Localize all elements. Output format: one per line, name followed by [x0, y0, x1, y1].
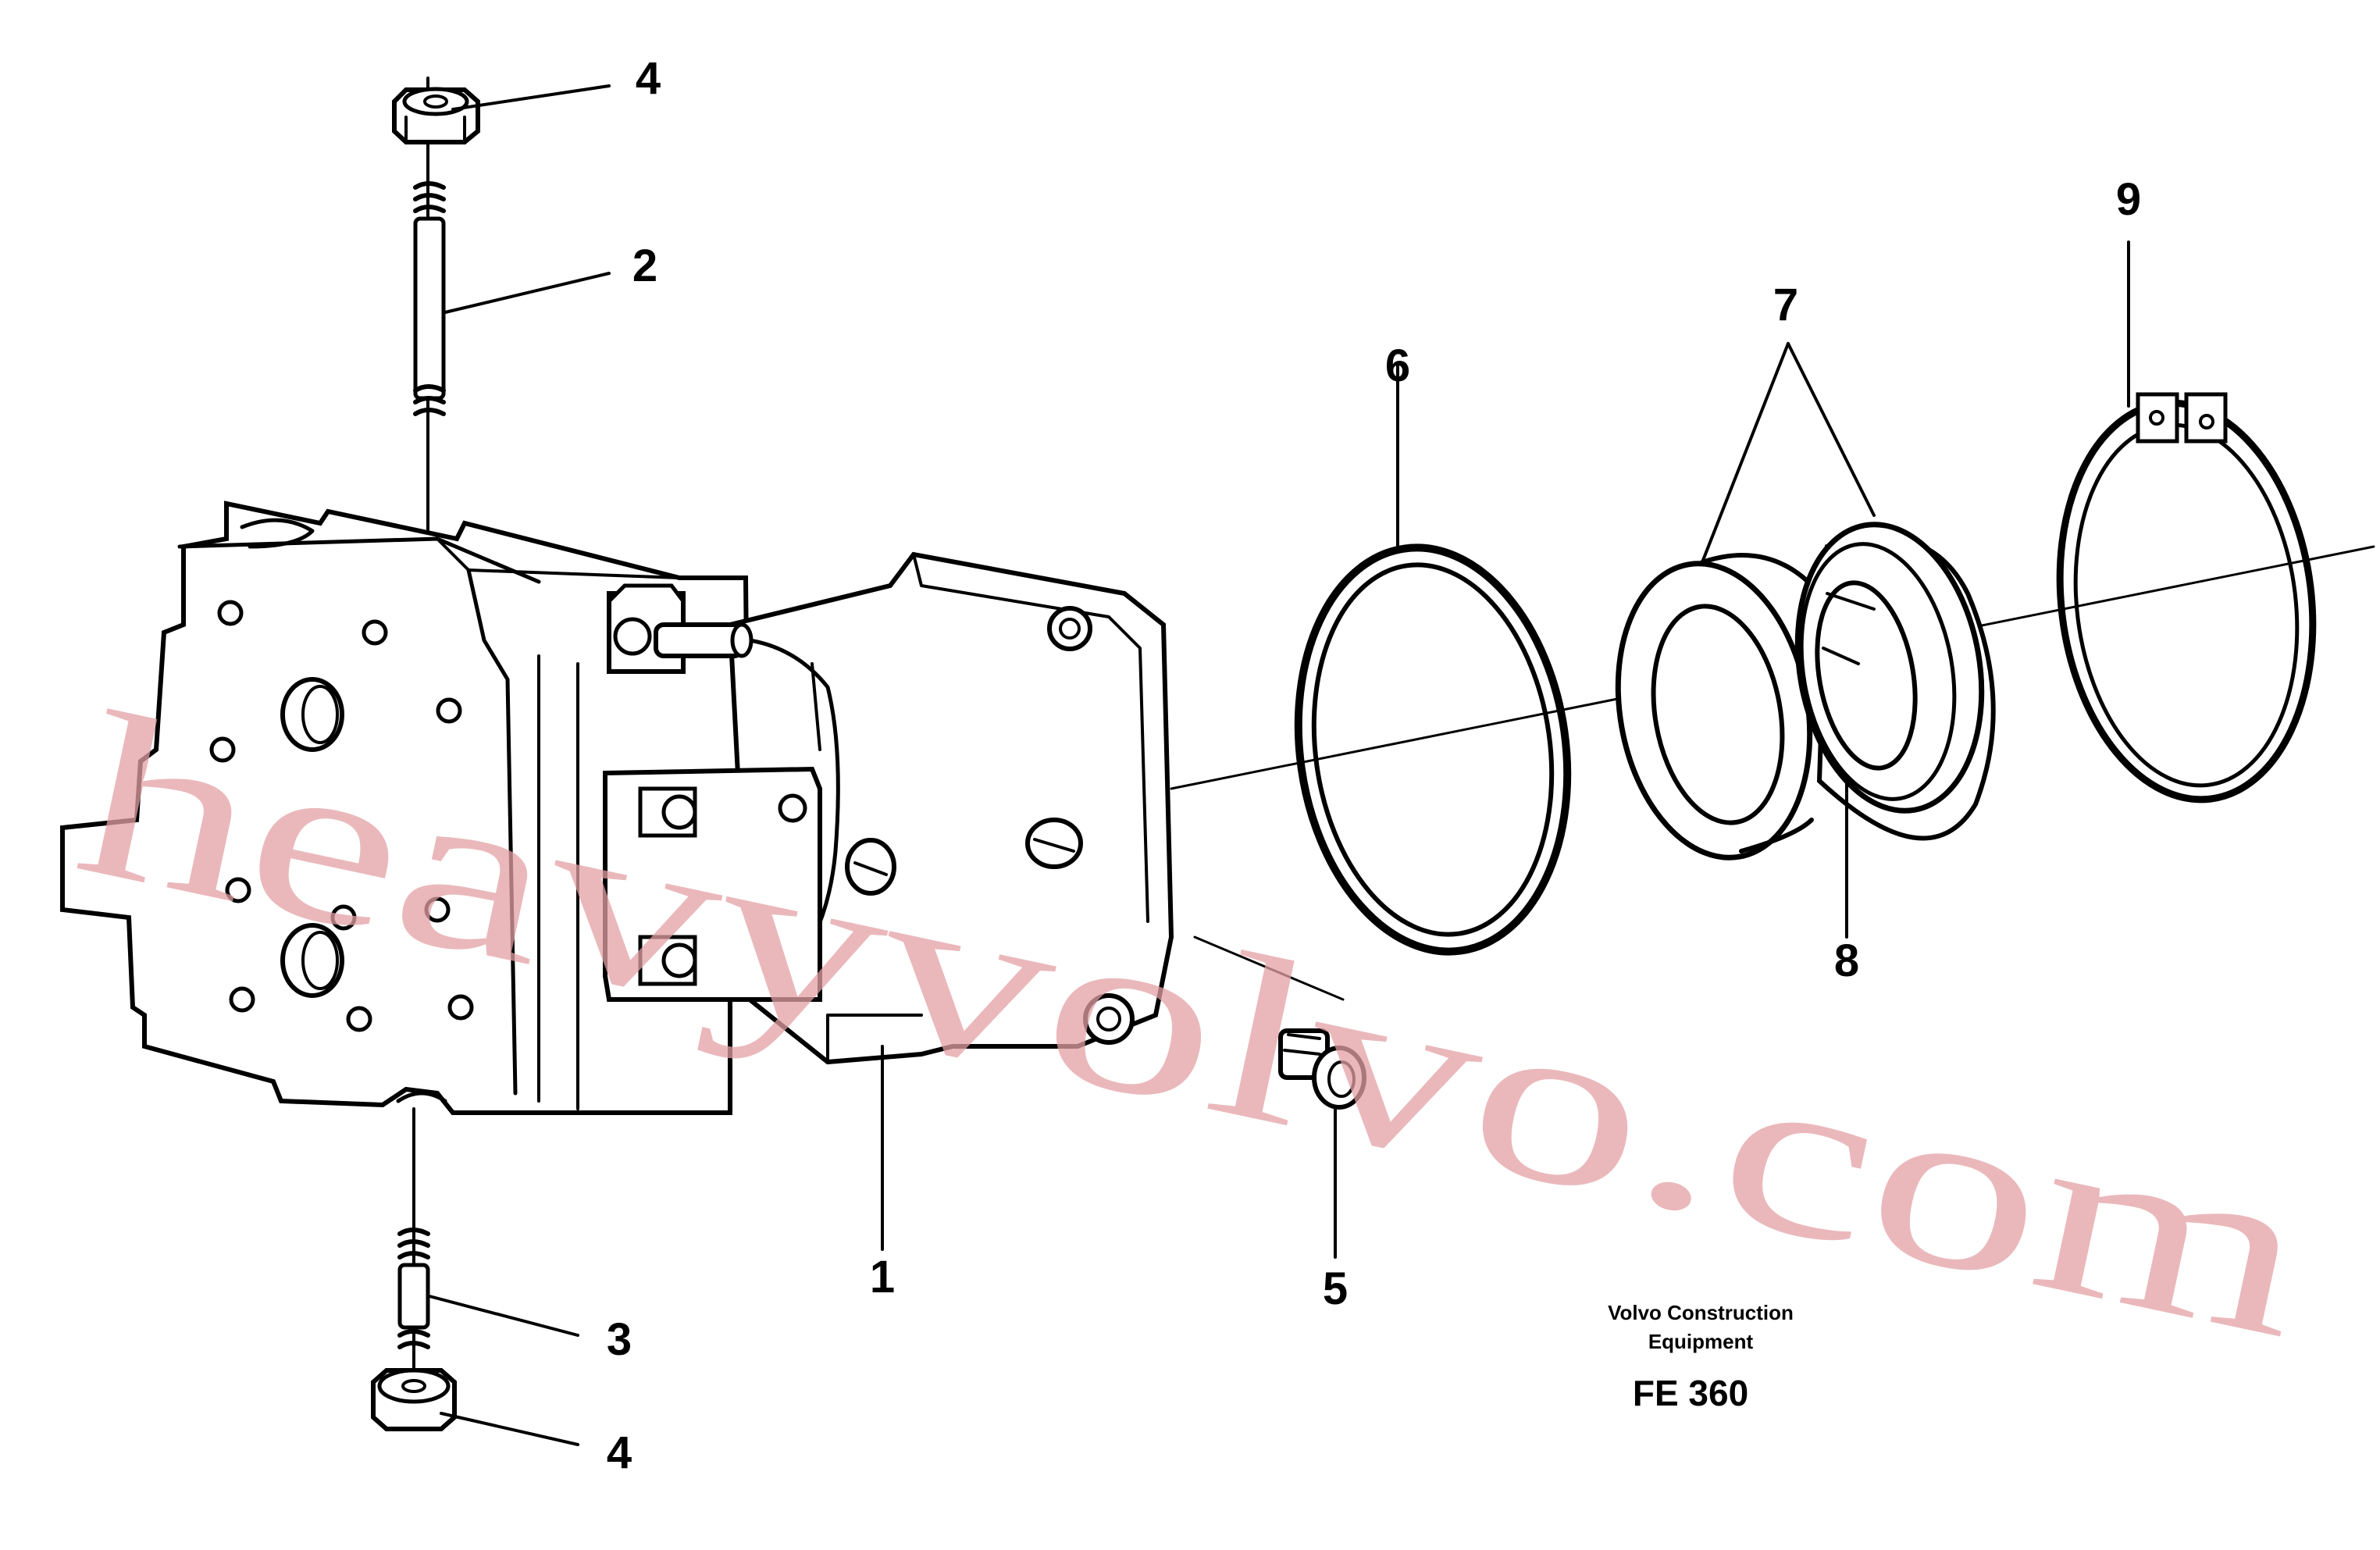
- credit-line-2: Equipment: [1648, 1330, 1754, 1353]
- upper-stud: [413, 77, 446, 533]
- seal-ring-left: [1615, 553, 1822, 861]
- callout-7: 7: [1773, 280, 1798, 330]
- callout-4-top: 4: [636, 53, 661, 104]
- credit-block: Volvo Construction Equipment FE 360: [1608, 1301, 1794, 1413]
- callout-9: 9: [2116, 174, 2141, 225]
- callout-labels: 4 2 6 7 9 8 1 5 3 4: [607, 53, 2141, 1478]
- seal-ring-right: [1794, 522, 1996, 841]
- lower-stud: [397, 1107, 430, 1407]
- credit-line-1: Volvo Construction: [1608, 1301, 1794, 1324]
- snap-ring-part: [2056, 392, 2317, 804]
- callout-8: 8: [1834, 935, 1859, 986]
- callout-2: 2: [632, 241, 657, 291]
- callout-4-bottom: 4: [607, 1427, 632, 1478]
- figure-code: FE 360: [1633, 1373, 1748, 1413]
- o-ring-part: [1294, 543, 1572, 956]
- lower-nut: [371, 1368, 457, 1431]
- upper-nut: [392, 87, 480, 144]
- mounting-block: [603, 766, 822, 1002]
- callout-1: 1: [870, 1252, 895, 1302]
- callout-6: 6: [1385, 340, 1410, 391]
- leader-lines: [428, 84, 2130, 1446]
- plug-part: [1278, 1028, 1366, 1110]
- callout-5: 5: [1323, 1263, 1348, 1314]
- valve-housing-left-block: [60, 501, 753, 1115]
- callout-3: 3: [607, 1314, 632, 1365]
- valve-housing-right-section: [727, 551, 1174, 1065]
- top-fitting: [607, 583, 754, 674]
